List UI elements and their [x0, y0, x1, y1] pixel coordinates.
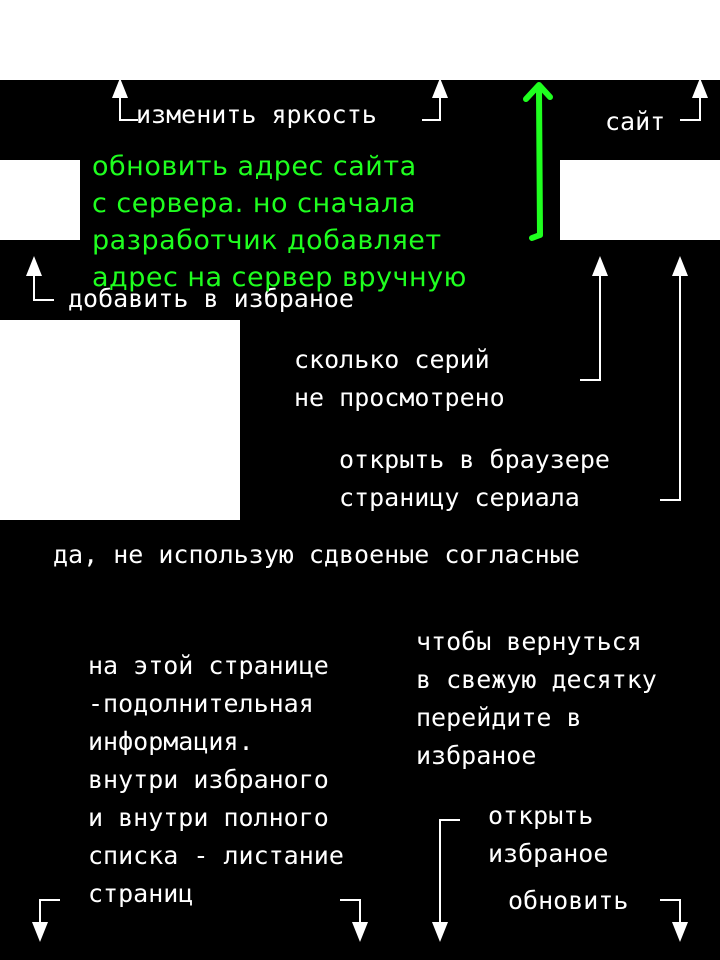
spelling-note: да, не использую сдвоеные согласные: [53, 540, 580, 569]
browser-hint: открыть в браузере страницу сериала: [339, 445, 610, 512]
arrowhead: [692, 78, 708, 98]
open-favorites-hint: открыть избраное: [488, 801, 609, 868]
arrowhead: [672, 922, 688, 942]
site-hint: сайт: [605, 107, 666, 136]
unwatched-arrow: [580, 262, 601, 381]
arrowhead: [32, 922, 48, 942]
arrowhead: [592, 256, 608, 276]
server-update-note: обновить адрес сайта с сервера. но снача…: [92, 151, 467, 293]
left-side-block: [0, 160, 80, 240]
arrowhead: [432, 922, 448, 942]
open-favorites-arrow: [439, 819, 460, 936]
right-side-block: [560, 160, 720, 240]
green-update-arrow: [523, 82, 553, 241]
arrowhead: [352, 922, 368, 942]
return-hint: чтобы вернуться в свежую десятку перейди…: [416, 627, 657, 770]
top-bar-block: [0, 0, 720, 80]
arrowhead: [26, 256, 42, 276]
refresh-hint: обновить: [508, 886, 629, 915]
poster-image-block: [0, 320, 240, 520]
arrowhead: [112, 78, 128, 98]
favorite-hint: добавить в избраное: [68, 284, 354, 313]
page-info-note: на этой странице -подолнительная информа…: [88, 651, 344, 908]
arrowhead: [432, 78, 448, 98]
browser-arrow: [660, 262, 681, 501]
unwatched-hint: сколько серий не просмотрено: [294, 345, 505, 412]
brightness-hint: изменить яркость: [136, 100, 377, 129]
arrowhead: [672, 256, 688, 276]
